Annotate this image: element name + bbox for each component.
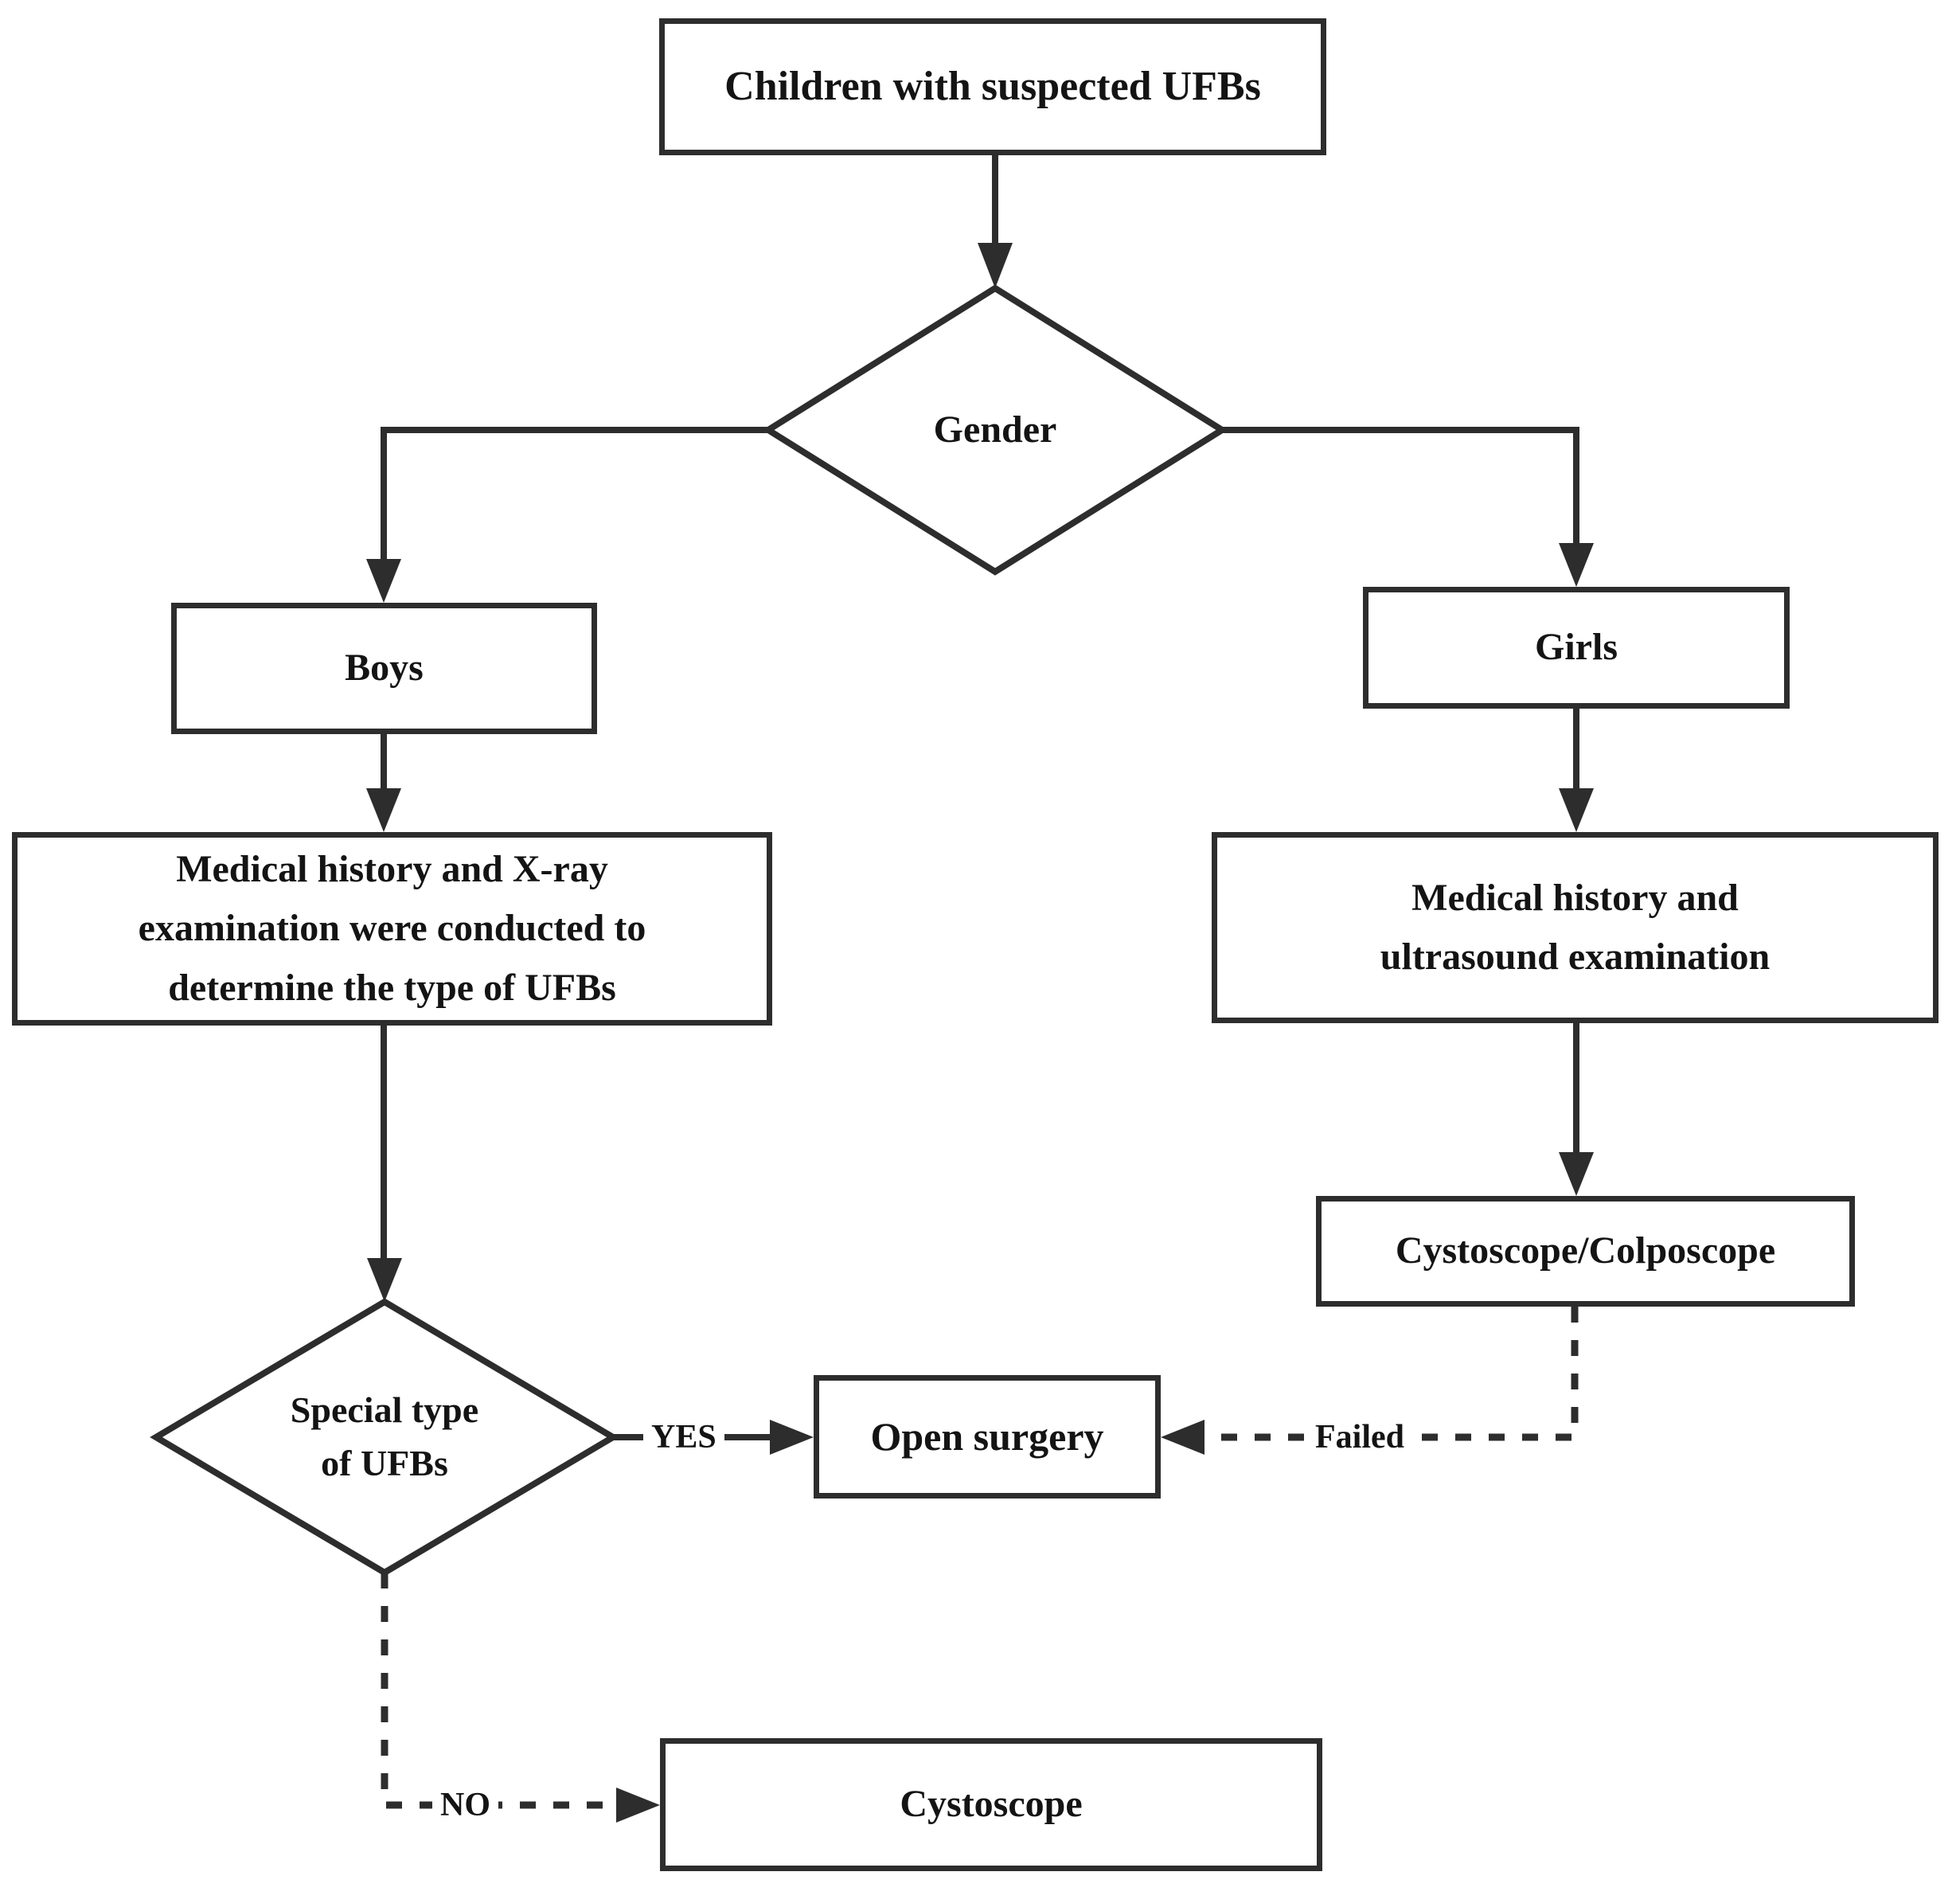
edge-gender-girls [1222,427,1579,548]
edge-label-failed: Failed [1307,1413,1412,1462]
node-boys-medical-history-xray: Medical history and X-ray examination we… [12,832,772,1026]
node-children-with-suspected-ufbs: Children with suspected UFBs [659,18,1326,155]
node-boys: Boys [171,603,597,734]
arrowhead-right-open-surgery-icon [770,1420,814,1455]
arrowhead-down-boys-icon [366,559,401,603]
node-gender-shape [762,284,1228,576]
node-girls: Girls [1363,587,1790,709]
node-cystoscope-colposcope: Cystoscope/Colposcope [1316,1196,1855,1307]
arrowhead-right-cystoscope-icon [616,1788,660,1823]
arrowhead-left-open-surgery-icon [1161,1420,1205,1455]
edge-label-yes: YES [643,1413,724,1462]
arrowhead-down-boys-exam-icon [366,788,401,832]
node-gender-label: Gender [933,408,1057,451]
node-open-surgery: Open surgery [814,1375,1161,1499]
edge-special-cystoscope-no [381,1573,619,1809]
node-cystoscope: Cystoscope [660,1738,1322,1871]
node-special-type-label: Special type of UFBs [290,1389,479,1483]
arrowhead-down-girls-icon [1559,543,1594,587]
arrowhead-down-cysto-colpo-icon [1559,1152,1594,1196]
edge-gender-boys [381,427,768,564]
arrowhead-down-special-icon [367,1258,402,1302]
arrowhead-down-gender-icon [978,243,1013,288]
edge-label-no: NO [432,1780,498,1830]
arrowhead-down-girls-exam-icon [1559,788,1594,832]
node-girls-medical-history-ultrasound: Medical history and ultrasound examinati… [1212,832,1939,1023]
